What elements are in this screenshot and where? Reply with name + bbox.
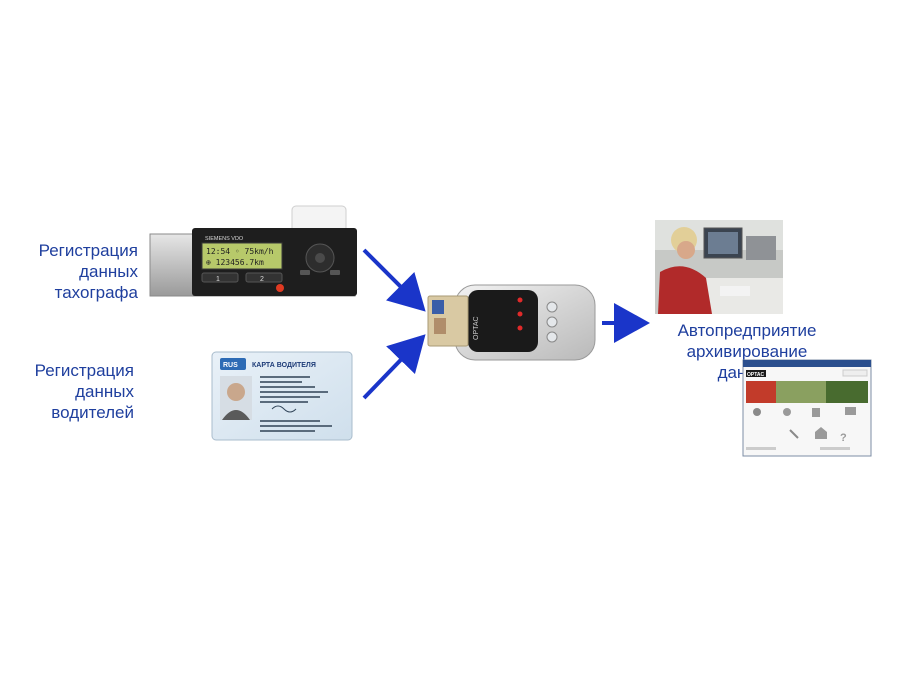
software-screen: OPTAC ? bbox=[742, 359, 872, 457]
label-tachograph-line2: данных bbox=[79, 262, 138, 281]
label-drivers-line2: данных bbox=[75, 382, 134, 401]
tachograph-lcd-line2: ⊕ 123456.7km bbox=[206, 258, 264, 267]
label-company-line1: Автопредприятие bbox=[677, 321, 817, 340]
tachograph-brand: SIEMENS VDO bbox=[205, 236, 244, 242]
software-monitor-icon bbox=[845, 407, 856, 415]
software-document-icon bbox=[812, 408, 820, 417]
label-tachograph-line1: Регистрация bbox=[38, 241, 138, 260]
label-tachograph-line3: тахографа bbox=[54, 283, 138, 302]
card-country-code: RUS bbox=[223, 362, 238, 369]
card-title: КАРТА ВОДИТЕЛЯ bbox=[252, 362, 316, 369]
arrow-card-to-reader bbox=[362, 334, 426, 400]
software-help-icon: ? bbox=[840, 432, 847, 444]
driver-card: RUS КАРТА ВОДИТЕЛЯ bbox=[211, 351, 353, 441]
tachograph-slot2-label: 2 bbox=[260, 276, 264, 283]
label-company-line2: архивирование bbox=[686, 342, 808, 361]
arrow-tachograph-to-reader bbox=[362, 248, 426, 312]
software-wrench-icon bbox=[789, 429, 799, 439]
software-magnifier-icon bbox=[783, 408, 791, 416]
reader-button-2 bbox=[546, 316, 558, 328]
label-drivers-line1: Регистрация bbox=[34, 361, 134, 380]
reader-button-1 bbox=[546, 301, 558, 313]
software-brand: OPTAC bbox=[747, 372, 765, 378]
software-home-icon bbox=[815, 427, 827, 439]
office-photo bbox=[655, 220, 783, 314]
card-reader: OPTAC bbox=[427, 284, 596, 361]
reader-button-3 bbox=[546, 331, 558, 343]
label-drivers-line3: водителей bbox=[51, 403, 134, 422]
label-tachograph: Регистрация данных тахографа bbox=[20, 240, 138, 303]
reader-brand: OPTAC bbox=[473, 316, 480, 340]
tachograph-lcd-line1: 12:54 ◦ 75km/h bbox=[206, 247, 274, 256]
label-drivers: Регистрация данных водителей bbox=[18, 360, 134, 423]
tachograph-device: SIEMENS VDO 12:54 ◦ 75km/h ⊕ 123456.7km … bbox=[149, 205, 357, 297]
tachograph-slot1-label: 1 bbox=[216, 276, 220, 283]
software-search-icon bbox=[753, 408, 761, 416]
person-shirt bbox=[658, 266, 712, 314]
tachograph-red-led bbox=[276, 284, 284, 292]
